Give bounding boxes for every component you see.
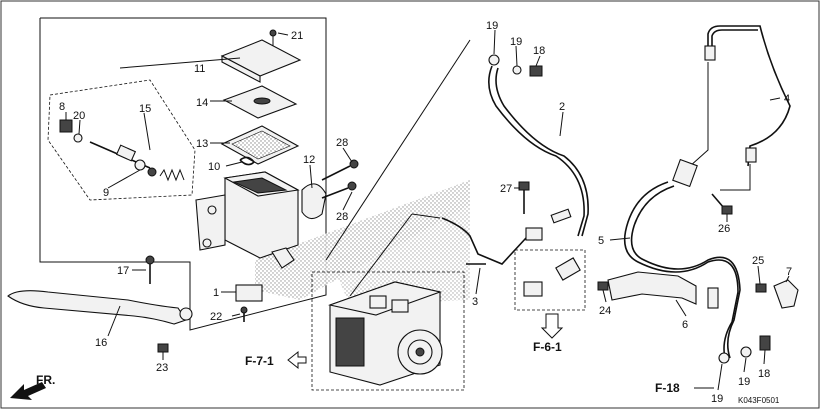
callout-27: 27 xyxy=(500,183,512,195)
callout-4: 4 xyxy=(784,93,790,105)
bolt-26-head xyxy=(721,205,733,215)
callout-19c: 19 xyxy=(738,376,750,388)
callout-14: 14 xyxy=(196,97,208,109)
callout-28b: 28 xyxy=(336,211,348,223)
joint-block xyxy=(525,227,543,241)
callout-11: 11 xyxy=(194,63,205,75)
leader-4a xyxy=(679,62,709,176)
bolt-25 xyxy=(755,283,767,293)
callout-19d: 19 xyxy=(711,393,723,405)
piston-kit-box xyxy=(47,79,196,201)
piston-kit xyxy=(59,119,185,182)
abs-modulator xyxy=(327,281,443,386)
brake-hose-5 xyxy=(623,158,741,363)
bolt-24 xyxy=(597,281,609,291)
brake-pipe-3 xyxy=(441,217,527,265)
f71-arrow xyxy=(287,350,307,370)
callout-3: 3 xyxy=(472,296,478,308)
screw-21 xyxy=(269,29,277,46)
f61-box xyxy=(514,249,586,311)
abs-modulator-box xyxy=(311,271,465,391)
fitting-f61 xyxy=(523,281,543,297)
brake-lever-16 xyxy=(7,290,187,325)
callout-10: 10 xyxy=(208,161,220,173)
callout-1: 1 xyxy=(213,287,219,299)
callout-6: 6 xyxy=(682,319,688,331)
clamp-7 xyxy=(773,279,799,309)
callout-19a: 19 xyxy=(486,20,498,32)
ref-f71: F-7-1 xyxy=(245,354,274,368)
ref-f18: F-18 xyxy=(655,381,680,395)
ref-front: FR. xyxy=(36,373,55,387)
f61-arrow xyxy=(540,313,564,339)
master-cylinder-body xyxy=(195,171,300,269)
pivot-bolt-17-head xyxy=(145,255,155,265)
pipe-4-fitting-bottom xyxy=(745,147,757,163)
holder-12 xyxy=(301,183,327,220)
callout-17: 17 xyxy=(117,265,129,277)
callout-26: 26 xyxy=(718,223,730,235)
washer-19a xyxy=(718,352,730,364)
pipe-4-fitting-top xyxy=(704,45,716,61)
callout-18a: 18 xyxy=(533,45,545,57)
front-arrow-icon xyxy=(10,382,46,400)
bolt-27-head xyxy=(518,181,530,191)
callout-15: 15 xyxy=(139,103,151,115)
brake-pipe-4b xyxy=(711,29,758,46)
callout-9: 9 xyxy=(103,187,109,199)
callout-21: 21 xyxy=(291,30,303,42)
washer-19b xyxy=(740,346,752,358)
lever-pivot xyxy=(179,307,193,321)
shaded-region xyxy=(255,180,470,300)
nut-23 xyxy=(157,343,169,353)
leader-4b xyxy=(720,164,751,191)
leader-lines xyxy=(65,29,790,391)
callout-20: 20 xyxy=(73,110,85,122)
callout-2: 2 xyxy=(559,101,565,113)
master-cylinder-group-box xyxy=(39,17,327,331)
bolt-18b xyxy=(759,335,771,351)
callout-22: 22 xyxy=(210,311,222,323)
callout-16: 16 xyxy=(95,337,107,349)
callout-25: 25 xyxy=(752,255,764,267)
clamp-6 xyxy=(607,271,697,305)
callout-28a: 28 xyxy=(336,137,348,149)
callout-5: 5 xyxy=(598,235,604,247)
callout-19b: 19 xyxy=(510,36,522,48)
callout-13: 13 xyxy=(196,138,208,150)
shaded-region-2 xyxy=(330,205,470,305)
callout-18b: 18 xyxy=(758,368,770,380)
fitting-f61b xyxy=(555,257,581,281)
bolts-28 xyxy=(321,159,359,199)
callout-23: 23 xyxy=(156,362,168,374)
callout-24: 24 xyxy=(599,305,611,317)
screw-22-head xyxy=(240,306,248,314)
ref-f61: F-6-1 xyxy=(533,340,562,354)
switch-1 xyxy=(235,284,263,302)
reservoir-cap-stack xyxy=(220,39,302,165)
callout-7: 7 xyxy=(786,266,792,278)
brake-hose-2 xyxy=(488,54,589,237)
diagram-code: K043F0501 xyxy=(738,396,780,405)
clip-10 xyxy=(239,156,256,166)
callout-8: 8 xyxy=(59,101,65,113)
callout-12: 12 xyxy=(303,154,315,166)
brake-pipe-4 xyxy=(707,25,791,167)
